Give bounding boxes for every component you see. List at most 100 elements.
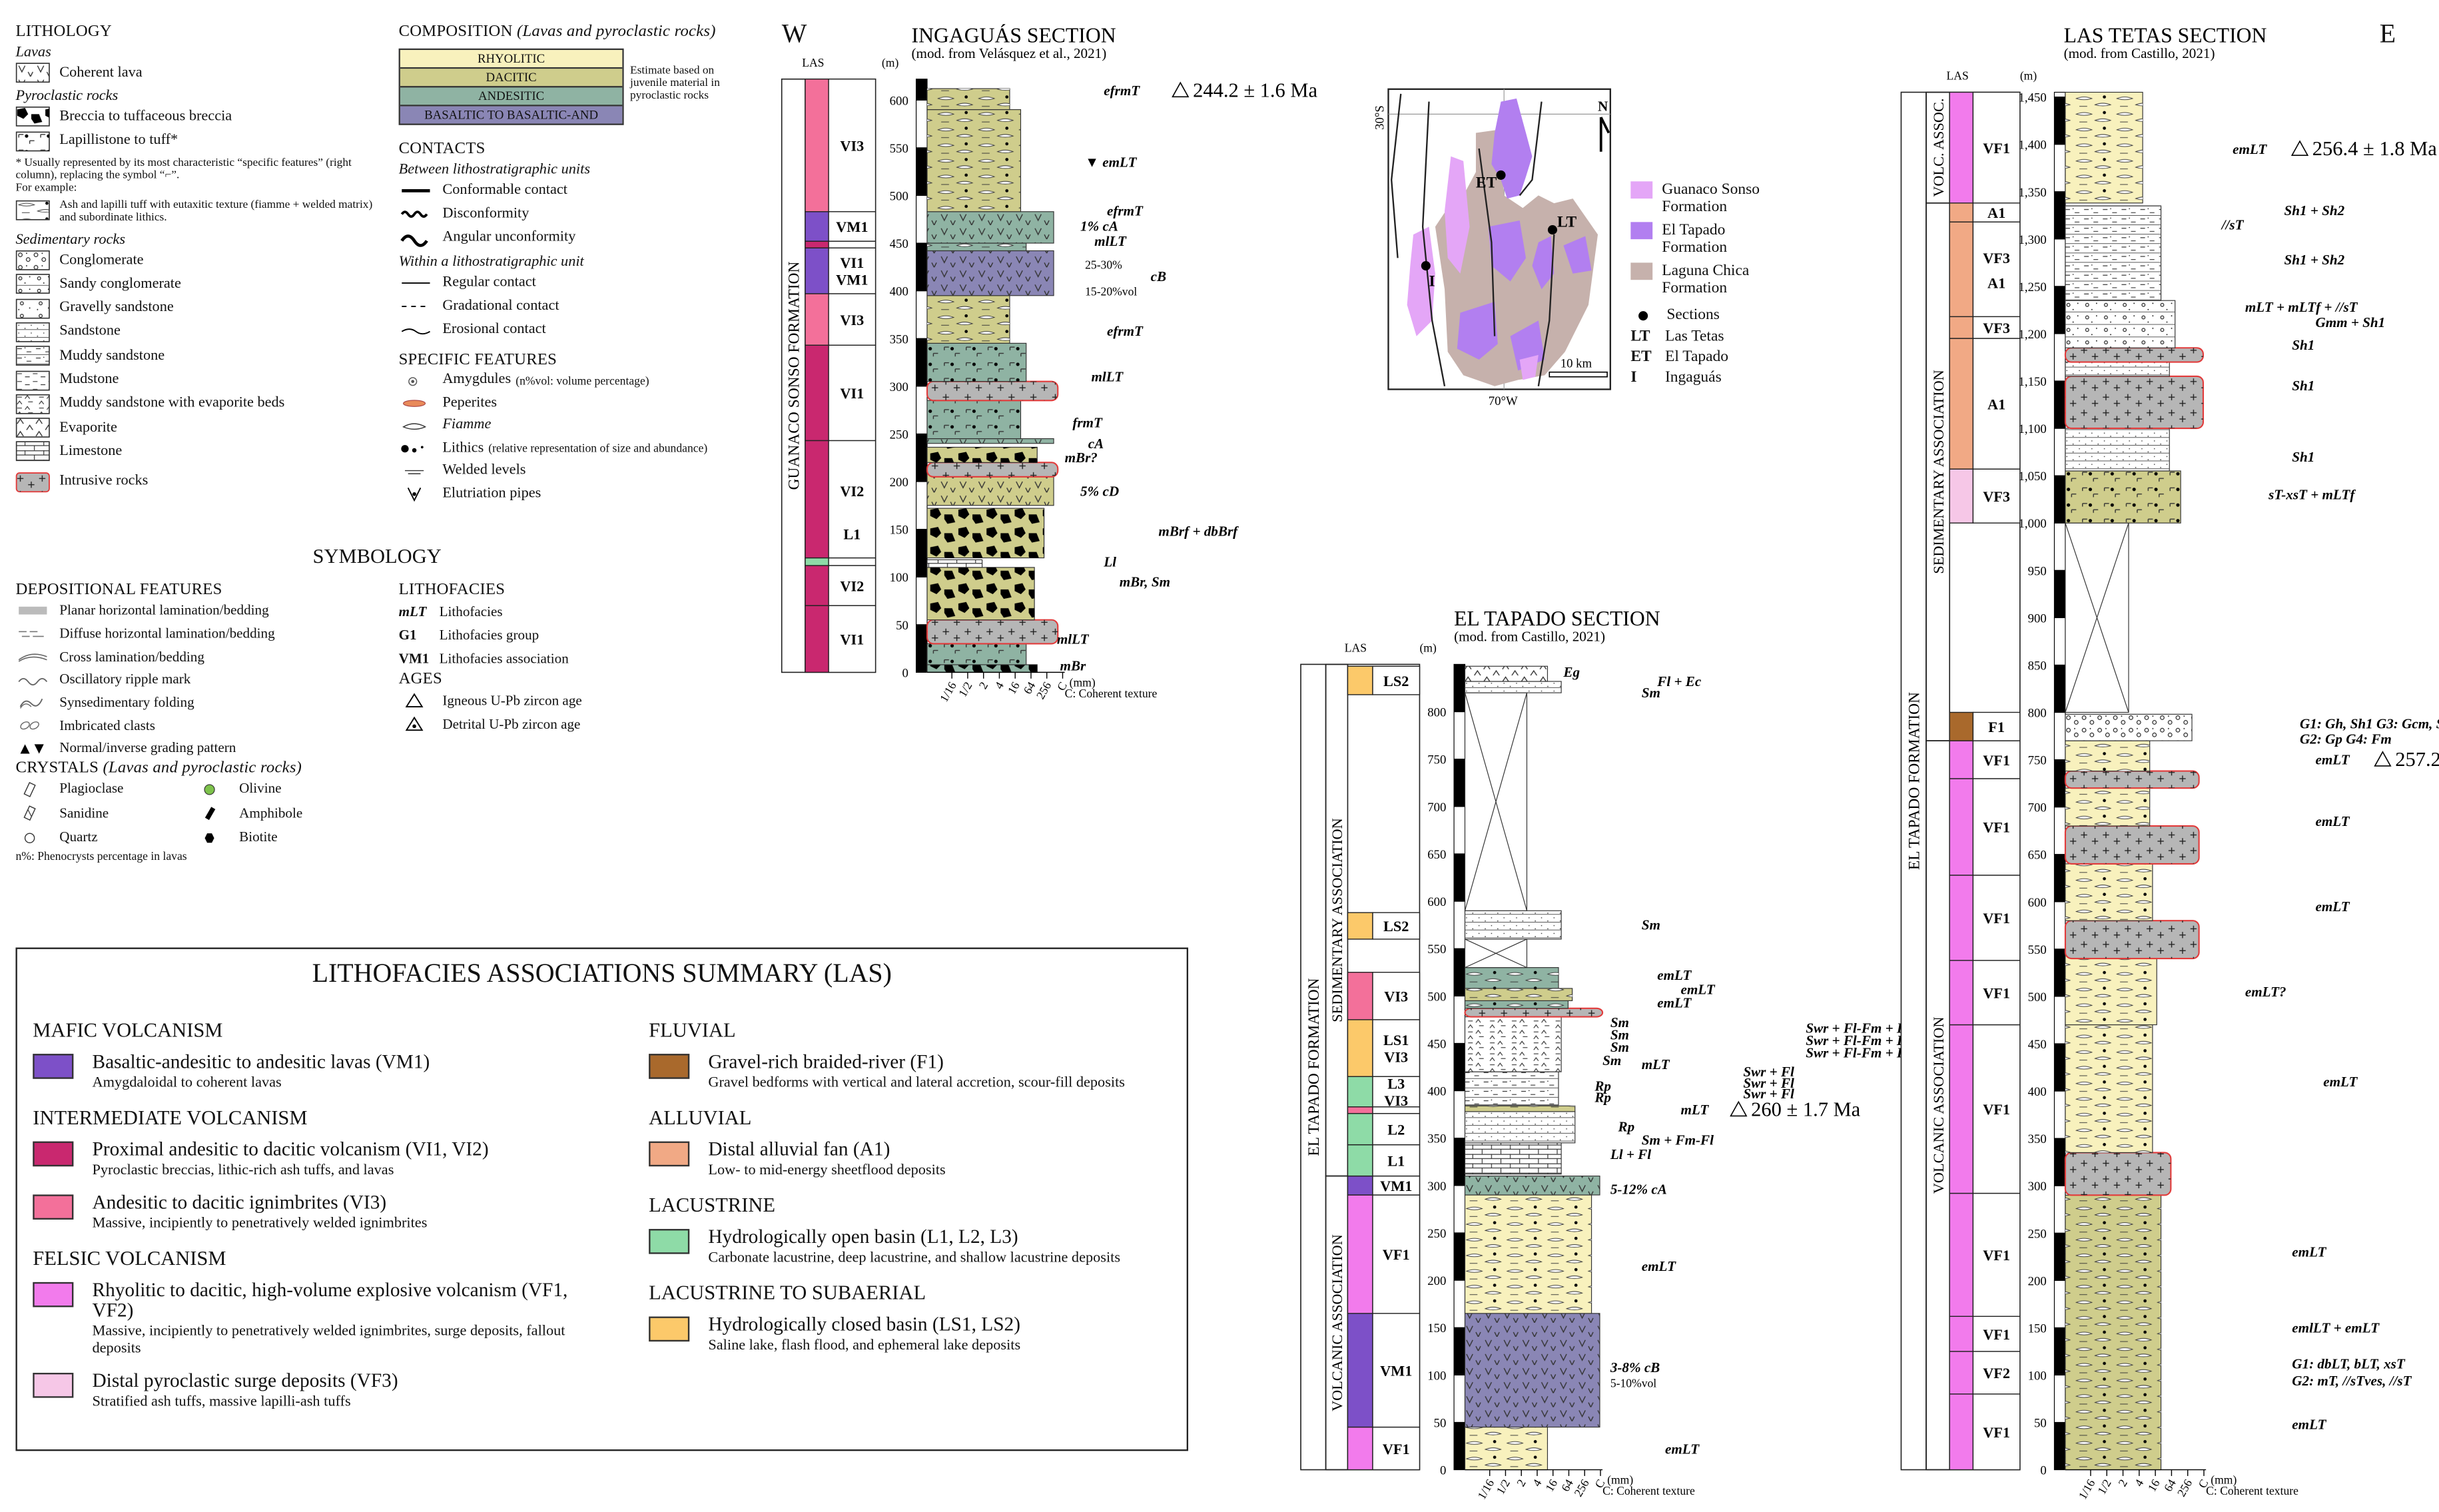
las-label-cell[interactable] [1972, 202, 2021, 222]
las-label-cell[interactable] [1972, 1192, 2021, 1318]
las-label-cell[interactable] [828, 565, 876, 606]
las-label-cell[interactable] [1372, 1144, 1421, 1177]
pyroclastic-item: Breccia to tuffaceous breccia [15, 105, 383, 129]
las-summary-box: LITHOFACIES ASSOCIATIONS SUMMARY (LAS) M… [15, 947, 1189, 1451]
las-label-cell[interactable] [1972, 1393, 2021, 1471]
las-label-cell[interactable] [1972, 875, 2021, 961]
welded-icon [404, 469, 424, 474]
facies-annotation: emLT [1657, 967, 1692, 983]
las-color-cell [1347, 972, 1373, 1020]
las-label-cell[interactable] [1972, 338, 2021, 470]
igneous-age-triangle-icon [2374, 751, 2392, 767]
facies-annotation: Sh1 [2292, 337, 2314, 353]
meter-tick-label: 200 [890, 476, 908, 490]
depositional-item: Cross lamination/bedding [15, 645, 390, 667]
las-color-swatch [33, 1194, 74, 1220]
bed-pattern [927, 447, 1038, 463]
meter-tick-label: 350 [1427, 1132, 1446, 1146]
las-label-cell[interactable] [1372, 1194, 1421, 1314]
las-label-cell[interactable] [1372, 1175, 1421, 1196]
bed-pattern [927, 250, 1054, 296]
las-label-cell[interactable] [828, 557, 876, 566]
grain-size-label: 256 [2175, 1477, 2195, 1499]
las-color-cell [805, 440, 829, 559]
bed-pattern [927, 619, 1058, 644]
bed-pattern [2065, 92, 2143, 203]
las-label-cell[interactable] [1972, 1024, 2021, 1194]
depositional-item-label: Oscillatory ripple mark [59, 671, 191, 687]
meter-tick-label: 350 [890, 332, 908, 346]
las-label-cell[interactable] [1972, 778, 2021, 876]
specific-feature-item-label: Elutriation pipes [442, 485, 541, 502]
meter-tick-label: 450 [2028, 1038, 2047, 1052]
las-color-cell [1949, 740, 1974, 779]
ash-lapilli-tuff-swatch-icon [15, 200, 50, 221]
scale-bar-segment [2053, 1374, 2066, 1423]
cong2-swatch-icon [15, 274, 50, 294]
facies-annotation: sT-xsT + mLTf [2268, 487, 2356, 503]
facies-annotation: ▼ emLT [1085, 154, 1137, 170]
las-label-cell[interactable] [828, 79, 876, 212]
las-label-cell[interactable] [1372, 1313, 1421, 1428]
las-name: Hydrologically closed basin (LS1, LS2) [708, 1313, 1020, 1335]
specific-feature-item-label: Amygdules [442, 372, 512, 388]
las-label-cell[interactable] [828, 240, 876, 248]
las-color-swatch [33, 1373, 74, 1398]
lava-item: Coherent lava [15, 61, 383, 85]
las-label-cell[interactable] [1372, 912, 1421, 940]
meter-tick-label: 1,150 [2019, 375, 2047, 389]
section-source: (mod. from Castillo, 2021) [1454, 628, 1605, 644]
scale-bar-segment [1453, 901, 1466, 949]
scale-bar-segment [2053, 617, 2066, 665]
las-label-cell[interactable] [1972, 221, 2021, 318]
bed-pattern [2065, 428, 2170, 472]
facies-annotation: mBr, Sm [1120, 573, 1170, 589]
las-label-cell[interactable] [1372, 972, 1421, 1020]
section-point-i-icon[interactable] [1421, 261, 1431, 271]
facies-annotation: Fl + Ec [1656, 673, 1702, 689]
imbricated-clasts-icon [20, 721, 39, 730]
zircon-age-label: 244.2 ± 1.6 Ma [1193, 79, 1317, 101]
meter-tick-label: 50 [2034, 1417, 2047, 1431]
las-label-cell[interactable] [1372, 1076, 1421, 1108]
meter-tick-label: 600 [1427, 895, 1446, 909]
scale-bar-segment [915, 481, 928, 530]
facies-annotation: emLT [2292, 1416, 2326, 1432]
las-label-cell[interactable] [1972, 711, 2021, 741]
las-label-cell[interactable] [828, 293, 876, 346]
las-label-cell[interactable] [1972, 1351, 2021, 1395]
depositional-item: Planar horizontal lamination/bedding [15, 599, 390, 621]
bed-pattern [1465, 1142, 1562, 1174]
scale-bar-segment [915, 338, 928, 387]
scale-bar-segment [1453, 1042, 1466, 1092]
coherent-texture-note: C: Coherent texture [2206, 1484, 2298, 1497]
las-label-cell[interactable] [1372, 665, 1421, 695]
plagioclase-icon [23, 781, 36, 797]
composition-title: COMPOSITION (Lavas and pyroclastic rocks… [399, 23, 774, 41]
section-point-et-icon[interactable] [1496, 170, 1506, 180]
las-label-cell[interactable] [1972, 960, 2021, 1026]
facies-annotation: Sm + Fm-Fl [1642, 1132, 1714, 1148]
scale-bar-segment [1453, 1232, 1466, 1281]
las-label-cell[interactable] [828, 247, 876, 294]
contacts-title: CONTACTS [398, 141, 486, 159]
las-label-cell[interactable] [1972, 91, 2021, 204]
meter-tick-label: 1,050 [2019, 470, 2047, 484]
facies-annotation: 3-8% cB [1610, 1359, 1660, 1375]
las-header: LAS [1947, 69, 1969, 83]
las-label: VI3 [840, 312, 864, 328]
section-title: INGAGUÁS SECTION [912, 23, 1116, 47]
las-label: A1 [1987, 396, 2005, 412]
las-label-cell[interactable] [828, 605, 876, 673]
section-point-lt-icon[interactable] [1547, 225, 1558, 235]
las-label-cell[interactable] [1372, 1112, 1421, 1146]
las-label-cell[interactable] [1972, 740, 2021, 779]
meter-unit-label: (m) [2020, 69, 2037, 83]
las-label-cell[interactable] [1972, 1316, 2021, 1352]
las-label-cell[interactable] [1972, 316, 2021, 339]
las-color-cell [1949, 1192, 1974, 1318]
las-header: LAS [802, 56, 824, 69]
las-label-cell[interactable] [828, 440, 876, 559]
peperite-icon [403, 400, 426, 407]
